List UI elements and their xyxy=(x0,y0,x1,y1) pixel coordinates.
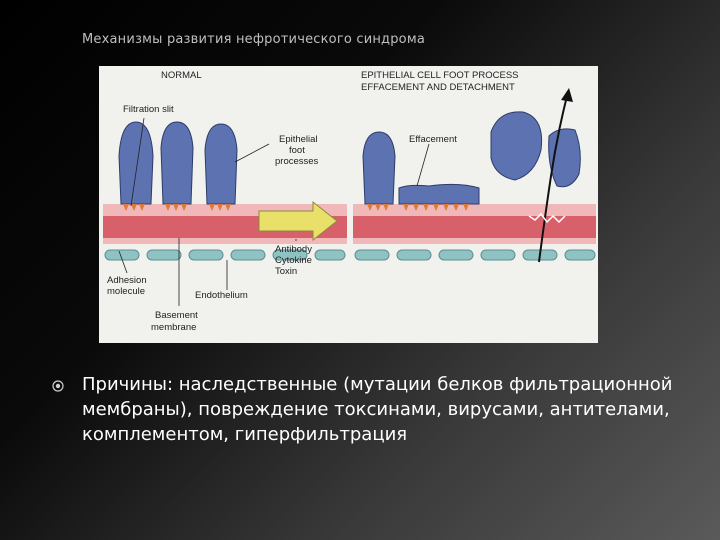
epithelial-label-line2: foot xyxy=(289,145,305,156)
normal-adhesion-molecules xyxy=(123,204,231,211)
effacement-heading-line1: EPITHELIAL CELL FOOT PROCESS xyxy=(361,70,519,81)
normal-basement-bottom xyxy=(103,238,347,244)
normal-foot-processes xyxy=(118,121,238,205)
adhesion-label-line1: Adhesion xyxy=(107,275,147,286)
antibody-label: Antibody xyxy=(275,244,312,255)
detachment-arrow xyxy=(538,95,568,263)
figure-drawing xyxy=(103,88,596,306)
endothelium-label: Endothelium xyxy=(195,290,248,301)
effacement-heading-line2: EFFACEMENT AND DETACHMENT xyxy=(361,82,515,93)
nephrotic-mechanism-figure: NORMAL EPITHELIAL CELL FOOT PROCESS EFFA… xyxy=(99,66,598,343)
normal-endothelium xyxy=(104,249,346,261)
transition-arrow xyxy=(258,200,338,242)
leader-lines-left xyxy=(118,117,270,306)
basement-label-line1: Basement xyxy=(155,310,198,321)
epithelial-label-line3: processes xyxy=(275,156,319,167)
effacement-adhesion-molecules xyxy=(367,204,469,211)
cytokine-label: Cytokine xyxy=(275,255,312,266)
normal-heading: NORMAL xyxy=(161,70,202,81)
adhesion-label-line2: molecule xyxy=(107,286,146,297)
effacement-basement-top xyxy=(353,204,596,216)
effacement-basement-membrane xyxy=(353,216,596,238)
filtration-slit-label: Filtration slit xyxy=(123,104,174,115)
toxin-label: Toxin xyxy=(275,266,298,277)
slide-title: Механизмы развития нефротического синдро… xyxy=(82,32,426,47)
circle-bullet-icon xyxy=(52,380,64,392)
basement-label-line2: membrane xyxy=(151,322,197,333)
effacement-foot-processes xyxy=(362,111,581,205)
effacement-label: Effacement xyxy=(409,134,457,145)
effacement-endothelium xyxy=(354,249,596,261)
causes-bullet-text: Причины: наследственные (мутации белков … xyxy=(82,374,673,445)
epithelial-label-line1: Epithelial xyxy=(279,134,318,145)
